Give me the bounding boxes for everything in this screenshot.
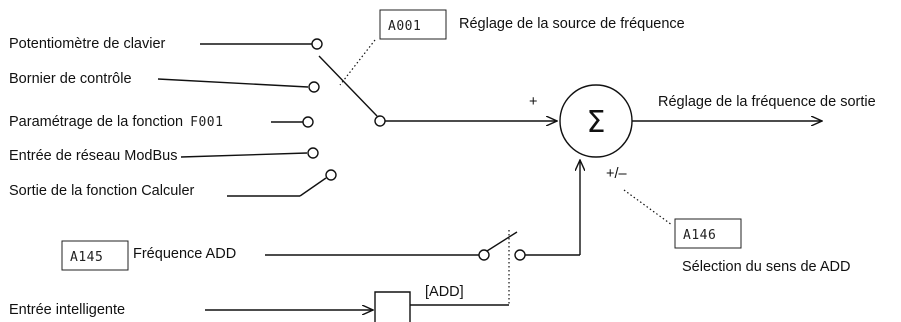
add-input-pulse xyxy=(374,291,411,322)
add-tag: [ADD] xyxy=(425,284,464,300)
input-function-param: Paramétrage de la fonction F001 xyxy=(9,114,223,130)
add-direction-label: Sélection du sens de ADD xyxy=(682,259,850,275)
add-frequency-label: Fréquence ADD xyxy=(133,246,236,262)
terminal-calc-output xyxy=(325,169,337,181)
input-calc-output: Sortie de la fonction Calculer xyxy=(9,183,195,199)
a146-link xyxy=(623,189,673,226)
input-modbus: Entrée de réseau ModBus xyxy=(9,148,177,164)
plus-sign: + xyxy=(529,94,537,110)
terminal-keypad-pot xyxy=(311,38,323,50)
plus-minus-sign: +/– xyxy=(606,166,627,182)
add-switch-terminal-left xyxy=(478,249,490,261)
sigma-symbol: Σ xyxy=(587,105,606,140)
terminal-function-param xyxy=(302,116,314,128)
a146-display xyxy=(674,218,742,249)
a001-display-text: A001 xyxy=(388,19,421,34)
selector-common-terminal xyxy=(374,115,386,127)
a001-display xyxy=(379,9,447,40)
terminal-modbus xyxy=(307,147,319,159)
add-switch-blade xyxy=(486,231,518,252)
a001-link xyxy=(339,39,376,86)
a145-display xyxy=(61,240,129,271)
selector-blade xyxy=(318,55,378,117)
a001-caption: Réglage de la source de fréquence xyxy=(459,16,685,32)
input-control-terminal: Bornier de contrôle xyxy=(9,71,132,87)
add-switch-terminal-right xyxy=(514,249,526,261)
input-keypad-pot: Potentiomètre de clavier xyxy=(9,36,166,52)
a146-display-text: A146 xyxy=(683,228,716,243)
wire-modbus xyxy=(180,152,308,158)
output-label: Réglage de la fréquence de sortie xyxy=(658,94,876,110)
wire-control-terminal xyxy=(157,78,309,88)
wire-calc-output-bend xyxy=(299,177,327,197)
a145-display-text: A145 xyxy=(70,250,103,265)
terminal-control-terminal xyxy=(308,81,320,93)
intelligent-input-label: Entrée intelligente xyxy=(9,302,125,318)
